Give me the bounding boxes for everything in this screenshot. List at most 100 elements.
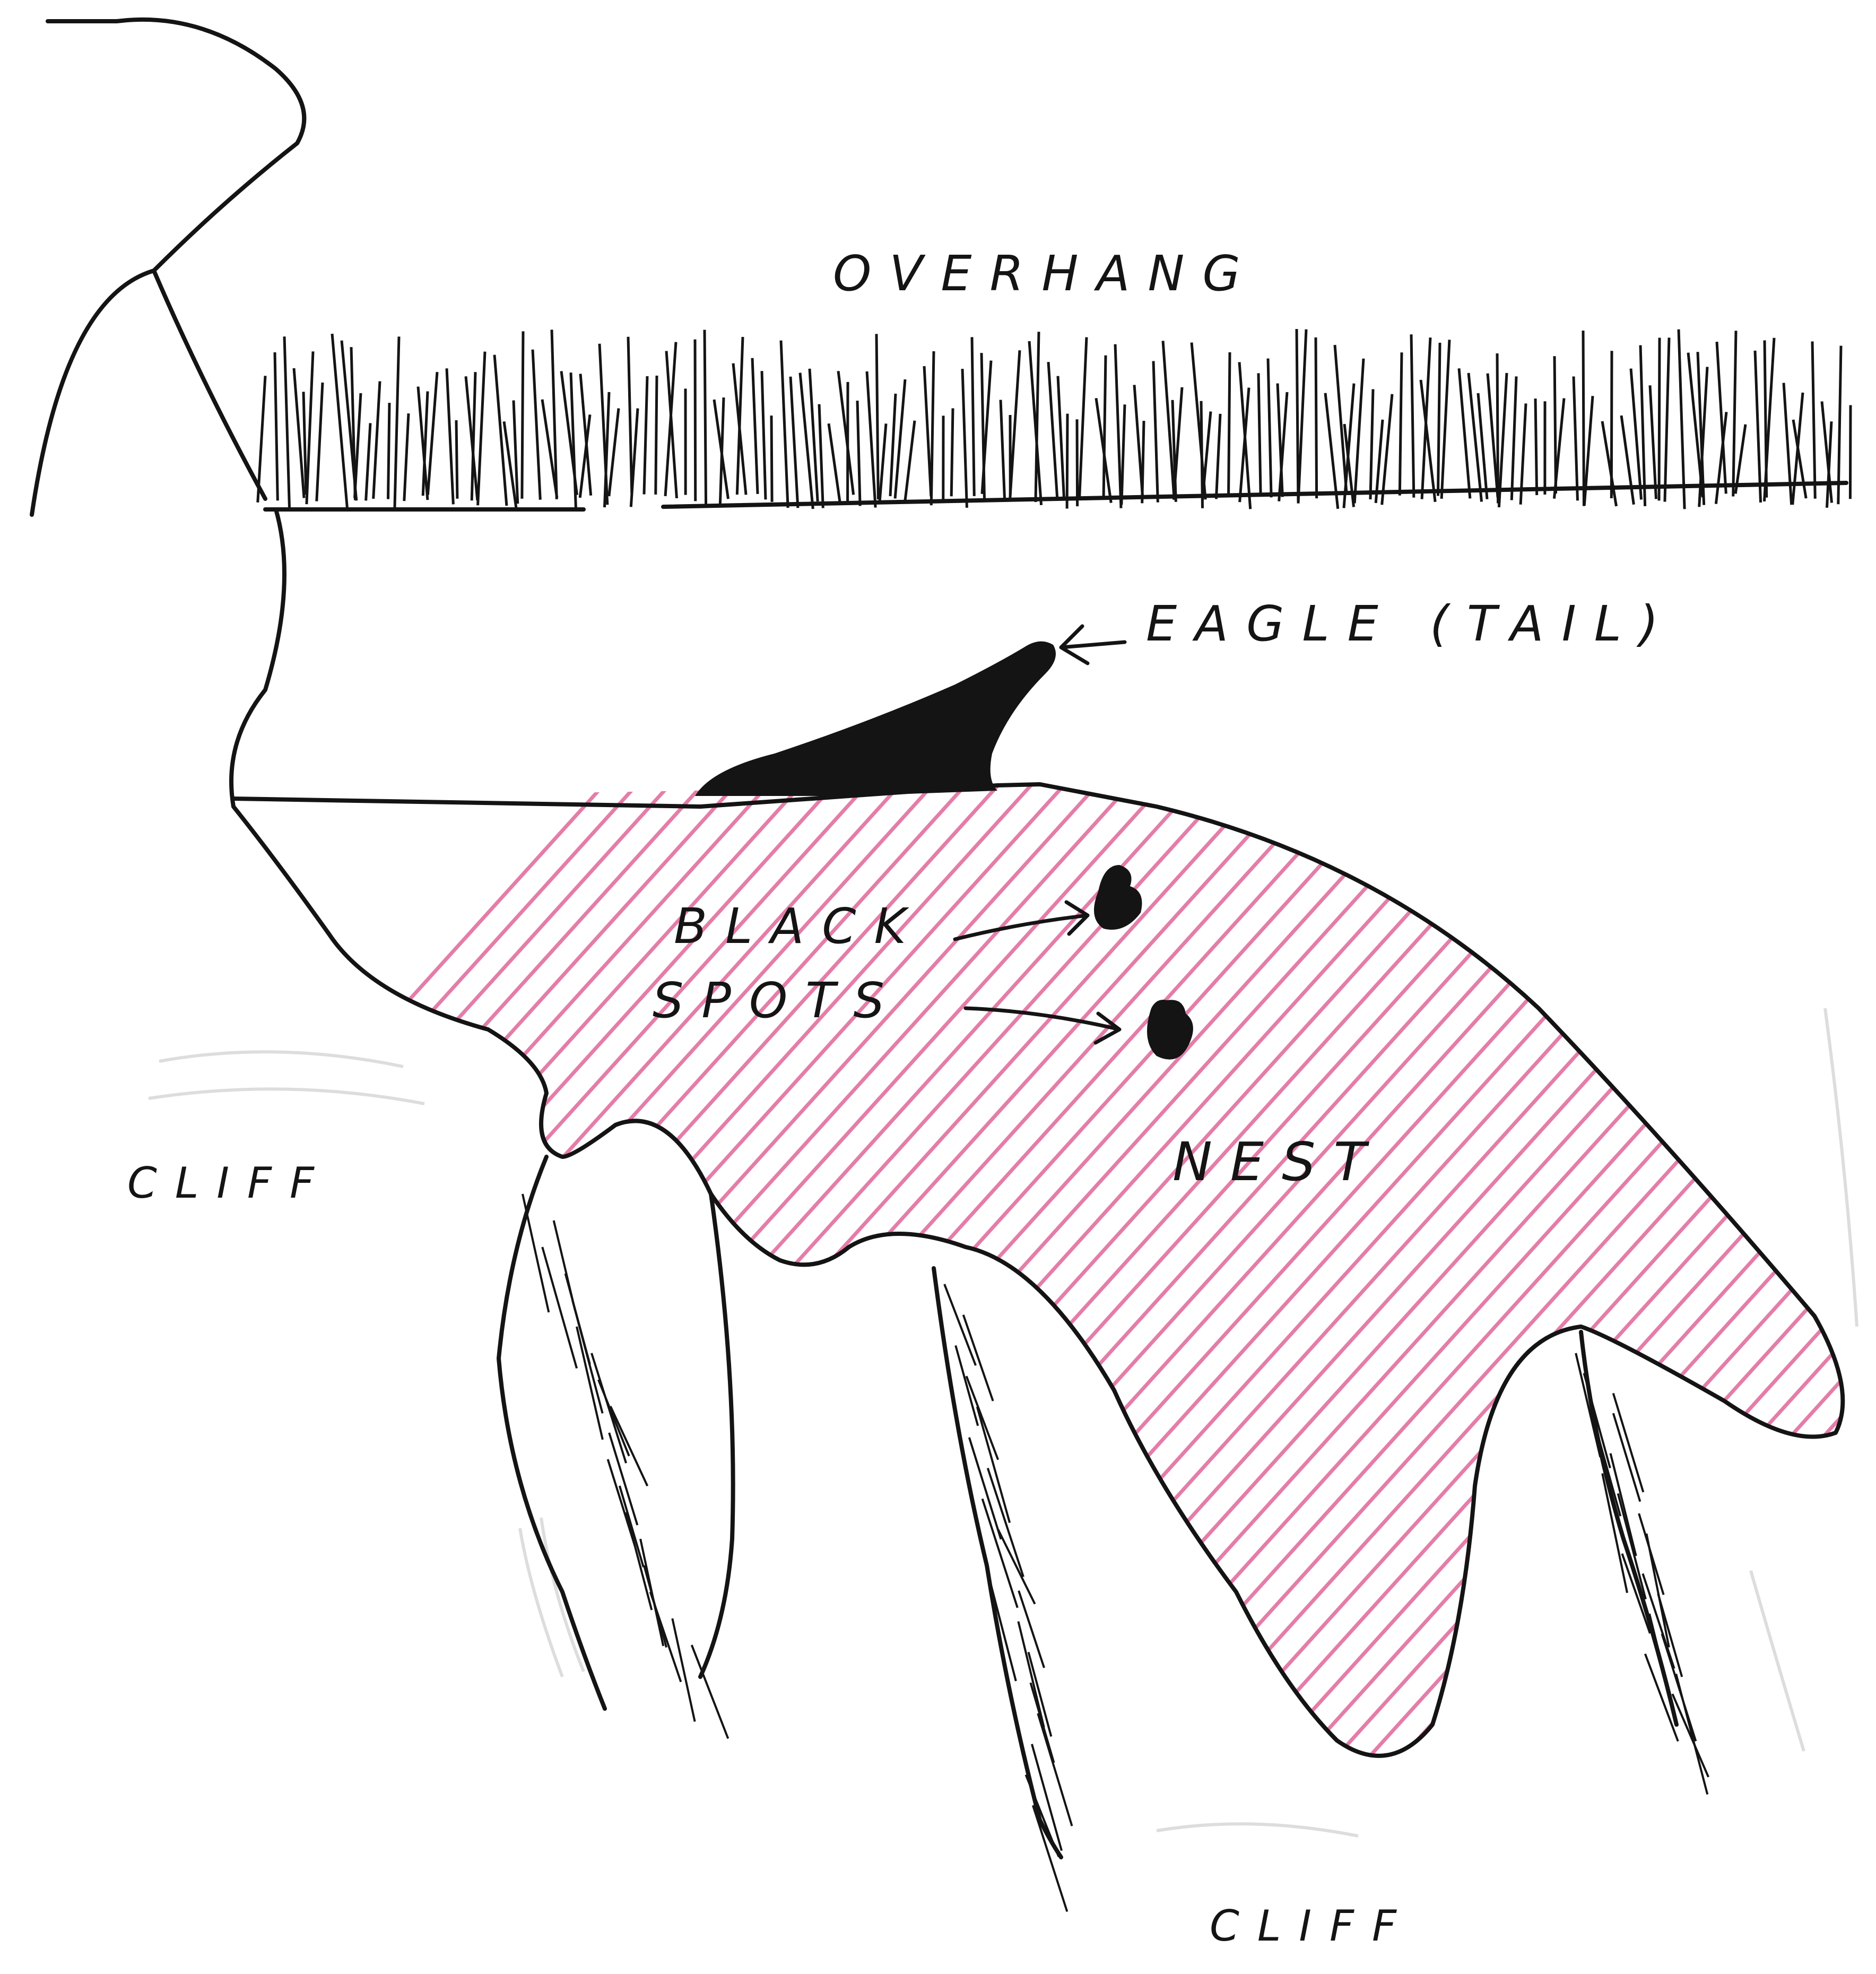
overhang-hatch-stroke — [1441, 340, 1449, 499]
nest-hatch-line — [1853, 690, 1876, 1804]
overhang-hatch-stroke — [1370, 389, 1373, 499]
overhang-hatch-stroke — [1058, 376, 1064, 497]
overhang-hatch-stroke — [1216, 414, 1220, 499]
nest-hatch-line — [438, 690, 1446, 1804]
nest-hatch-line — [307, 690, 1315, 1804]
nest-hatch-line — [1820, 690, 1876, 1804]
spire-hatch-stroke — [672, 1618, 694, 1721]
spire-hatch-stroke — [985, 1560, 1016, 1681]
nest-hatch-line — [537, 690, 1545, 1804]
overhang-hatch-stroke — [867, 371, 875, 508]
overhang-hatch-stroke — [1631, 369, 1642, 500]
overhang-hatch-stroke — [1048, 362, 1057, 497]
overhang-hatch-stroke — [294, 368, 304, 498]
overhang-hatch-stroke — [1665, 337, 1669, 501]
overhang-hatch-stroke — [931, 351, 934, 505]
spire-hatch-stroke — [626, 1512, 652, 1610]
overhang-hatch-stroke — [1438, 343, 1440, 496]
overhang-hatch-stroke — [1574, 376, 1577, 500]
overhang-hatch-stroke — [395, 336, 399, 508]
overhang-hatch-stroke — [890, 394, 896, 496]
overhang-hatch-stroke — [1316, 337, 1317, 498]
nest-hatch-line — [340, 690, 1348, 1804]
overhang-hatch-stroke — [1001, 400, 1005, 500]
overhang-hatch-stroke — [644, 376, 647, 495]
nest-hatch-line — [1622, 690, 1876, 1804]
nest-hatch-line — [866, 690, 1874, 1804]
overhang-hatch-stroke — [332, 334, 347, 508]
overhang-hatch-stroke — [1784, 383, 1792, 505]
eagle-tail — [695, 642, 1056, 796]
nest-hatch-line — [76, 690, 1084, 1804]
overhang-hatch-stroke — [1838, 346, 1841, 505]
nest-hatch-line — [570, 690, 1578, 1804]
overhang-hatch-stroke — [404, 413, 409, 501]
overhang-hatch-stroke — [366, 423, 370, 500]
nest-hatch-line — [0, 690, 854, 1804]
nest-hatch-line — [734, 690, 1742, 1804]
spire-hatch-stroke — [1028, 1652, 1051, 1736]
nest-hatch-line — [1688, 690, 1876, 1804]
spire-hatch-stroke — [977, 1407, 1010, 1522]
spire-hatch-stroke — [1676, 1674, 1707, 1794]
eagle-arrow — [1061, 626, 1125, 663]
overhang-hatch-stroke — [1755, 351, 1761, 503]
overhang-hatch-stroke — [447, 368, 453, 504]
spire-hatch-stroke — [1026, 1774, 1058, 1856]
nest-hatch-line — [0, 690, 755, 1804]
overhang-hatch-stroke — [307, 351, 313, 504]
overhang-hatch — [258, 329, 1851, 509]
overhang-hatch-stroke — [1400, 352, 1402, 496]
overhang-hatch-stroke — [628, 337, 632, 494]
nest-hatch-line — [0, 690, 887, 1804]
overhang-hatch-stroke — [1297, 329, 1298, 501]
rock-spire-left-inner — [700, 1194, 733, 1677]
overhang-hatch-stroke — [1122, 404, 1125, 505]
nest-hatch — [0, 690, 1876, 1804]
overhang-hatch-stroke — [478, 352, 485, 506]
spire-hatch-stroke — [620, 1486, 644, 1567]
overhang-hatch-stroke — [284, 336, 289, 507]
nest-hatch-line — [471, 690, 1479, 1804]
spire-hatch-stroke — [956, 1346, 978, 1426]
overhang-hatch-stroke — [876, 334, 878, 499]
overhang-hatch-stroke — [1793, 393, 1803, 505]
overhang-hatch-stroke — [609, 408, 619, 496]
overhang-hatch-stroke — [1411, 334, 1414, 497]
overhang-hatch-stroke — [1659, 337, 1660, 500]
overhang-hatch-stroke — [1115, 344, 1121, 508]
nest-hatch-line — [636, 690, 1644, 1804]
overhang-hatch-stroke — [1134, 385, 1142, 496]
cliff-arch-inner — [154, 271, 265, 499]
nest-hatch-line — [1721, 690, 1876, 1804]
nest-hatch-line — [175, 690, 1183, 1804]
spire-hatch-stroke — [611, 1406, 648, 1486]
nest-hatch-line — [1491, 690, 1876, 1804]
nest-hatch-line — [372, 690, 1380, 1804]
overhang-hatch-stroke — [1583, 331, 1584, 506]
cliff-arch-outline — [32, 20, 304, 515]
overhang-hatch-stroke — [1080, 337, 1087, 497]
overhang-hatch-stroke — [962, 369, 967, 508]
overhang-hatch-stroke — [1459, 368, 1470, 498]
overhang-hatch-stroke — [705, 330, 706, 506]
nest-hatch-line — [11, 690, 1019, 1804]
overhang-hatch-stroke — [838, 371, 854, 495]
spots-label: SPOTS — [653, 976, 902, 1025]
spire-hatch-stroke — [1018, 1622, 1044, 1728]
overhang-hatch-stroke — [1679, 330, 1684, 509]
overhang-hatch-stroke — [1077, 419, 1078, 506]
nest-hatch-line — [0, 690, 920, 1804]
spire-hatch-stroke — [944, 1284, 976, 1365]
overhang-hatch-stroke — [1850, 405, 1851, 499]
overhang-hatch-stroke — [781, 341, 788, 508]
cliff-label-left: CLIFF — [127, 1162, 332, 1205]
black-spot-upper — [1094, 865, 1142, 930]
nest-hatch-line — [0, 690, 723, 1804]
pencil-shading — [149, 1008, 1857, 1836]
overhang-hatch-stroke — [762, 371, 766, 499]
nest-hatch-line — [208, 690, 1216, 1804]
rock-spire-left — [499, 1157, 605, 1709]
rock-spire-middle — [934, 1268, 1061, 1857]
spire-hatch-stroke — [1584, 1373, 1610, 1468]
